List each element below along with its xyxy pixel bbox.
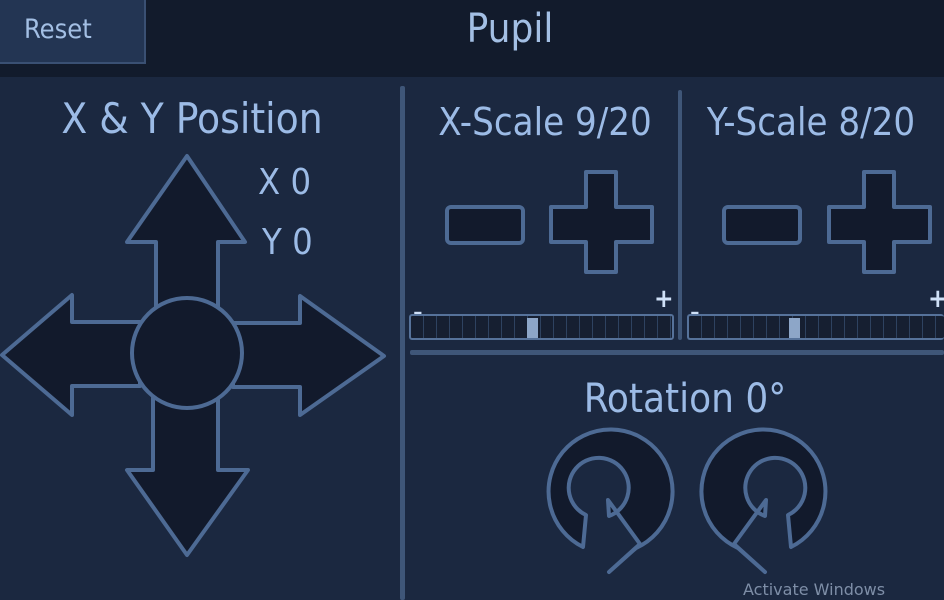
- vertical-divider-left: [400, 86, 405, 600]
- y-scale-title: Y-Scale 8/20: [706, 100, 916, 144]
- y-scale-slider[interactable]: [687, 314, 944, 340]
- x-position-readout: X 0: [258, 162, 311, 203]
- x-scale-slider[interactable]: [409, 314, 674, 340]
- vertical-divider-scales: [678, 90, 682, 340]
- position-title: X & Y Position: [61, 94, 323, 143]
- y-scale-slider-thumb[interactable]: [789, 318, 800, 338]
- rotate-counterclockwise-icon[interactable]: [699, 427, 828, 574]
- x-scale-slider-thumb[interactable]: [527, 318, 538, 338]
- y-scale-minus-sign: -: [690, 298, 700, 328]
- x-scale-minus-button[interactable]: [445, 205, 525, 245]
- y-label: Y: [262, 222, 282, 263]
- arrow-down-icon[interactable]: [125, 396, 250, 557]
- y-scale-minus-button[interactable]: [722, 205, 802, 245]
- activate-windows-watermark: Activate Windows: [743, 580, 886, 599]
- x-scale-plus-button[interactable]: [549, 170, 654, 274]
- x-value: 0: [290, 162, 312, 203]
- x-scale-title: X-Scale 9/20: [438, 100, 652, 144]
- slider-ticks: [411, 316, 672, 338]
- rotation-title: Rotation 0°: [583, 376, 787, 422]
- rotate-clockwise-icon[interactable]: [546, 427, 675, 574]
- slider-ticks: [689, 316, 944, 338]
- reset-button[interactable]: Reset: [0, 0, 146, 64]
- page-title: Pupil: [466, 6, 554, 52]
- x-scale-minus-sign: -: [413, 298, 423, 328]
- y-value: 0: [292, 222, 313, 263]
- x-label: X: [258, 162, 281, 203]
- y-scale-plus-sign: +: [928, 284, 944, 314]
- horizontal-divider: [410, 350, 944, 355]
- y-position-readout: Y 0: [262, 222, 313, 263]
- y-scale-plus-button[interactable]: [827, 170, 932, 274]
- center-button[interactable]: [130, 296, 244, 410]
- top-bar: [0, 0, 944, 77]
- x-scale-plus-sign: +: [654, 284, 674, 314]
